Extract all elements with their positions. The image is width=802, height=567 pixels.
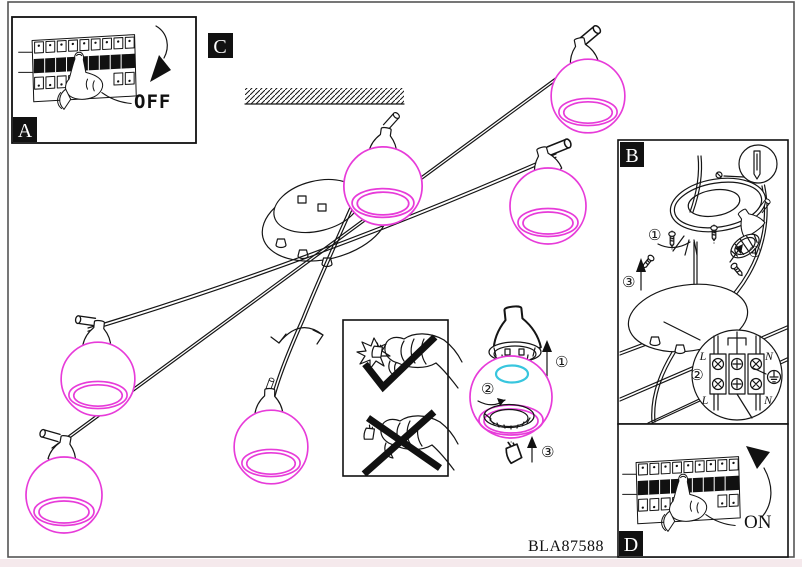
cross-icon [361,409,442,477]
terminal-detail: L N L N ② [690,329,783,421]
b-step3-arrow-icon [636,258,646,291]
b-step4-arrow-icon [729,244,743,263]
panel-d-label: D [624,534,638,556]
step2-marker: ② [481,380,494,398]
panel-a-power-off: OFF A [11,16,197,144]
shade-mid-right [509,167,587,245]
swivel-arrow-icon [270,327,324,345]
step2-rotate-arrow-icon [477,398,506,406]
terminal-n-bottom: N [763,393,773,407]
ground-icon [752,367,782,385]
b-step2-marker: ② [690,366,703,384]
check-icon [362,334,438,393]
panel-c-ceiling: C [208,33,405,105]
shade-bottom-center [233,409,309,485]
panel-c-label: C [213,36,226,58]
panel-b-label: B [625,145,638,167]
handling-correct [356,333,463,393]
socket-ring [483,403,535,430]
on-arrow-icon [746,446,772,518]
panel-a-label: A [18,120,33,142]
glass-opening [494,364,530,384]
page-margin [0,559,802,567]
off-text: OFF [134,91,171,113]
ceiling-light-fixture [25,23,626,534]
magnifier-icon [715,144,778,184]
panel-c-label-box [208,33,233,58]
b-step3-marker: ③ [622,273,635,291]
off-arrow-icon [150,25,171,82]
bulb-assembly-detail: ① ② ③ [469,305,568,465]
b-step4-marker: ④ [748,243,761,261]
panel-b-mounting: ① ④ [617,139,789,425]
panel-b-label-box [620,142,644,167]
step1-arrow-icon [542,340,552,377]
fixture-rods [51,59,582,451]
step3-marker: ③ [541,443,554,461]
on-text: ON [744,512,772,533]
panel-d-power-on: ON D [617,423,789,558]
b-step1-marker: ① [648,226,661,244]
terminal-l-top: L [699,349,707,363]
product-code: BLA87588 [528,538,604,555]
step3-arrow-icon [527,436,537,463]
terminal-n-top: N [764,349,774,363]
ceiling-hatch [245,88,404,104]
shade-top-right [550,58,626,134]
shade-bottom-left [25,456,103,534]
shade-mid-left [60,341,136,417]
step1-marker: ① [555,353,568,371]
terminal-screws [711,357,763,391]
panel-a-label-box [13,117,37,142]
panel-d-label-box [619,531,643,556]
shade-top-center [342,145,424,227]
terminal-l-bottom: L [701,393,709,407]
handling-wrong [361,409,459,477]
bulb-handling-warning [342,319,463,477]
